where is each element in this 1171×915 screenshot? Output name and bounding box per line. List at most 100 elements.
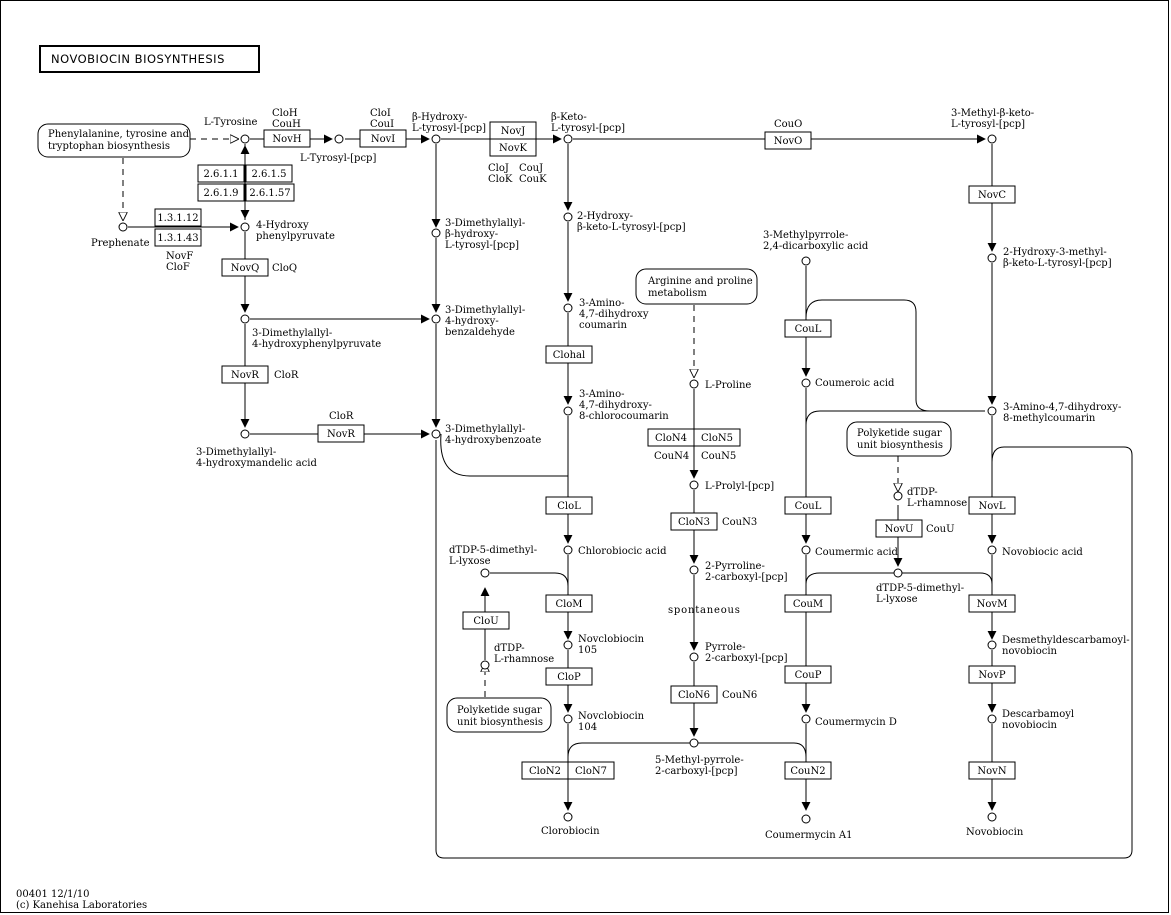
enzyme-couP[interactable]: CouP: [784, 665, 832, 684]
map-link-polyketide-sugar-right[interactable]: Polyketide sugar unit biosynthesis: [846, 421, 952, 457]
enzyme-couL-bottom[interactable]: CouL: [784, 496, 832, 515]
compound-label: L-Prolyl-[pcp]: [705, 481, 774, 492]
compound-node[interactable]: [240, 314, 250, 324]
compound-node[interactable]: [801, 814, 811, 824]
compound-node[interactable]: [431, 429, 441, 439]
gene-label: CouK: [519, 174, 547, 185]
enzyme-novK[interactable]: NovK: [489, 138, 537, 157]
compound-node[interactable]: [240, 429, 250, 439]
compound-node[interactable]: [893, 491, 903, 501]
compound-node[interactable]: [563, 714, 573, 724]
compound-node[interactable]: [334, 134, 344, 144]
enzyme-cloU[interactable]: CloU: [462, 611, 510, 630]
compound-label: 8-methylcoumarin: [1003, 413, 1096, 424]
enzyme-novQ[interactable]: NovQ: [221, 258, 269, 277]
compound-node[interactable]: [987, 545, 997, 555]
compound-node[interactable]: [563, 545, 573, 555]
compound-label: β-Hydroxy-: [412, 112, 467, 123]
compound-node[interactable]: [987, 406, 997, 416]
compound-label: L-Proline: [705, 380, 751, 391]
compound-label: Clorobiocin: [541, 826, 600, 837]
enzyme-novJ[interactable]: NovJ: [489, 121, 537, 140]
enzyme-novM[interactable]: NovM: [968, 594, 1016, 613]
enzyme-ec-2-6-1-9[interactable]: 2.6.1.9: [197, 183, 245, 202]
enzyme-couN2[interactable]: CouN2: [784, 761, 832, 780]
compound-label: β-keto-L-tyrosyl-[pcp]: [1003, 258, 1112, 269]
enzyme-novO[interactable]: NovO: [764, 131, 812, 150]
compound-label: 4,7-dihydroxy: [579, 309, 649, 320]
enzyme-label: Clohal: [553, 350, 585, 361]
enzyme-ec-1-3-1-12[interactable]: 1.3.1.12: [154, 208, 202, 227]
compound-label: 3-Methylpyrrole-: [763, 230, 848, 241]
enzyme-cloN4[interactable]: CloN4: [647, 428, 695, 447]
compound-node[interactable]: [893, 568, 903, 578]
enzyme-cloN7[interactable]: CloN7: [567, 761, 615, 780]
compound-labels: L-Tyrosine L-Tyrosyl-[pcp] β-Hydroxy- L-…: [91, 108, 1130, 841]
compound-node[interactable]: [987, 640, 997, 650]
compound-label: 3-Dimethylallyl-: [252, 328, 332, 339]
enzyme-label: NovR: [231, 370, 259, 381]
enzyme-novR-horizontal[interactable]: NovR: [317, 424, 365, 443]
compound-node[interactable]: [987, 812, 997, 822]
compound-node[interactable]: [801, 714, 811, 724]
map-link-arginine-proline[interactable]: Arginine and proline metabolism: [635, 268, 758, 305]
compound-label: 3-Dimethylallyl-: [445, 218, 525, 229]
enzyme-novI[interactable]: NovI: [359, 129, 407, 148]
enzyme-novN[interactable]: NovN: [968, 761, 1016, 780]
compound-node[interactable]: [240, 222, 250, 232]
enzyme-ec-2-6-1-5[interactable]: 2.6.1.5: [245, 164, 293, 183]
gene-label: CloI: [370, 108, 391, 119]
enzyme-cloN6[interactable]: CloN6: [670, 685, 718, 704]
compound-node[interactable]: [480, 568, 490, 578]
compound-node[interactable]: [689, 738, 699, 748]
compound-node[interactable]: [240, 134, 250, 144]
compound-label: Novobiocic acid: [1002, 547, 1083, 558]
enzyme-novC[interactable]: NovC: [968, 185, 1016, 204]
compound-node[interactable]: [563, 406, 573, 416]
compound-node[interactable]: [431, 314, 441, 324]
map-link-polyketide-sugar-left[interactable]: Polyketide sugar unit biosynthesis: [446, 697, 552, 733]
enzyme-novH[interactable]: NovH: [263, 129, 311, 148]
compound-node[interactable]: [801, 256, 811, 266]
compound-node[interactable]: [118, 222, 128, 232]
enzyme-novP[interactable]: NovP: [968, 665, 1016, 684]
enzyme-ec-2-6-1-57[interactable]: 2.6.1.57: [245, 183, 295, 202]
compound-node[interactable]: [689, 379, 699, 389]
enzyme-couL-top[interactable]: CouL: [784, 319, 832, 338]
enzyme-novR-vertical[interactable]: NovR: [221, 365, 269, 384]
enzyme-label: NovQ: [231, 263, 260, 274]
enzyme-ec-1-3-1-43[interactable]: 1.3.1.43: [154, 228, 202, 247]
enzyme-cloL[interactable]: CloL: [545, 496, 593, 515]
compound-node[interactable]: [987, 253, 997, 263]
enzyme-cloN3[interactable]: CloN3: [670, 512, 718, 531]
enzyme-novL[interactable]: NovL: [968, 496, 1016, 515]
compound-node[interactable]: [480, 660, 490, 670]
enzyme-cloM[interactable]: CloM: [545, 594, 593, 613]
compound-node[interactable]: [689, 480, 699, 490]
compound-node[interactable]: [689, 652, 699, 662]
compound-node[interactable]: [563, 303, 573, 313]
enzyme-cloN2[interactable]: CloN2: [521, 761, 569, 780]
compound-node[interactable]: [801, 545, 811, 555]
enzyme-novU[interactable]: NovU: [875, 519, 923, 538]
compound-node[interactable]: [563, 134, 573, 144]
enzyme-cloN5[interactable]: CloN5: [693, 428, 741, 447]
compound-node[interactable]: [431, 134, 441, 144]
map-link-phe-tyr-trp[interactable]: Phenylalanine, tyrosine and tryptophan b…: [37, 123, 191, 158]
enzyme-couM[interactable]: CouM: [784, 594, 832, 613]
compound-node[interactable]: [801, 378, 811, 388]
compound-node[interactable]: [431, 228, 441, 238]
enzyme-ec-2-6-1-1[interactable]: 2.6.1.1: [197, 164, 245, 183]
compound-node[interactable]: [689, 565, 699, 575]
compound-label: Desmethyldescarbamoyl-: [1002, 635, 1130, 646]
compound-node[interactable]: [987, 134, 997, 144]
compound-node[interactable]: [987, 714, 997, 724]
compound-node[interactable]: [563, 640, 573, 650]
compound-node[interactable]: [563, 812, 573, 822]
enzyme-clohal[interactable]: Clohal: [545, 345, 593, 364]
compound-node[interactable]: [563, 212, 573, 222]
gene-label: CouJ: [519, 163, 543, 174]
enzyme-cloP[interactable]: CloP: [545, 667, 593, 686]
gene-label: CouN3: [722, 517, 757, 528]
gene-label: CloJ: [488, 163, 509, 174]
